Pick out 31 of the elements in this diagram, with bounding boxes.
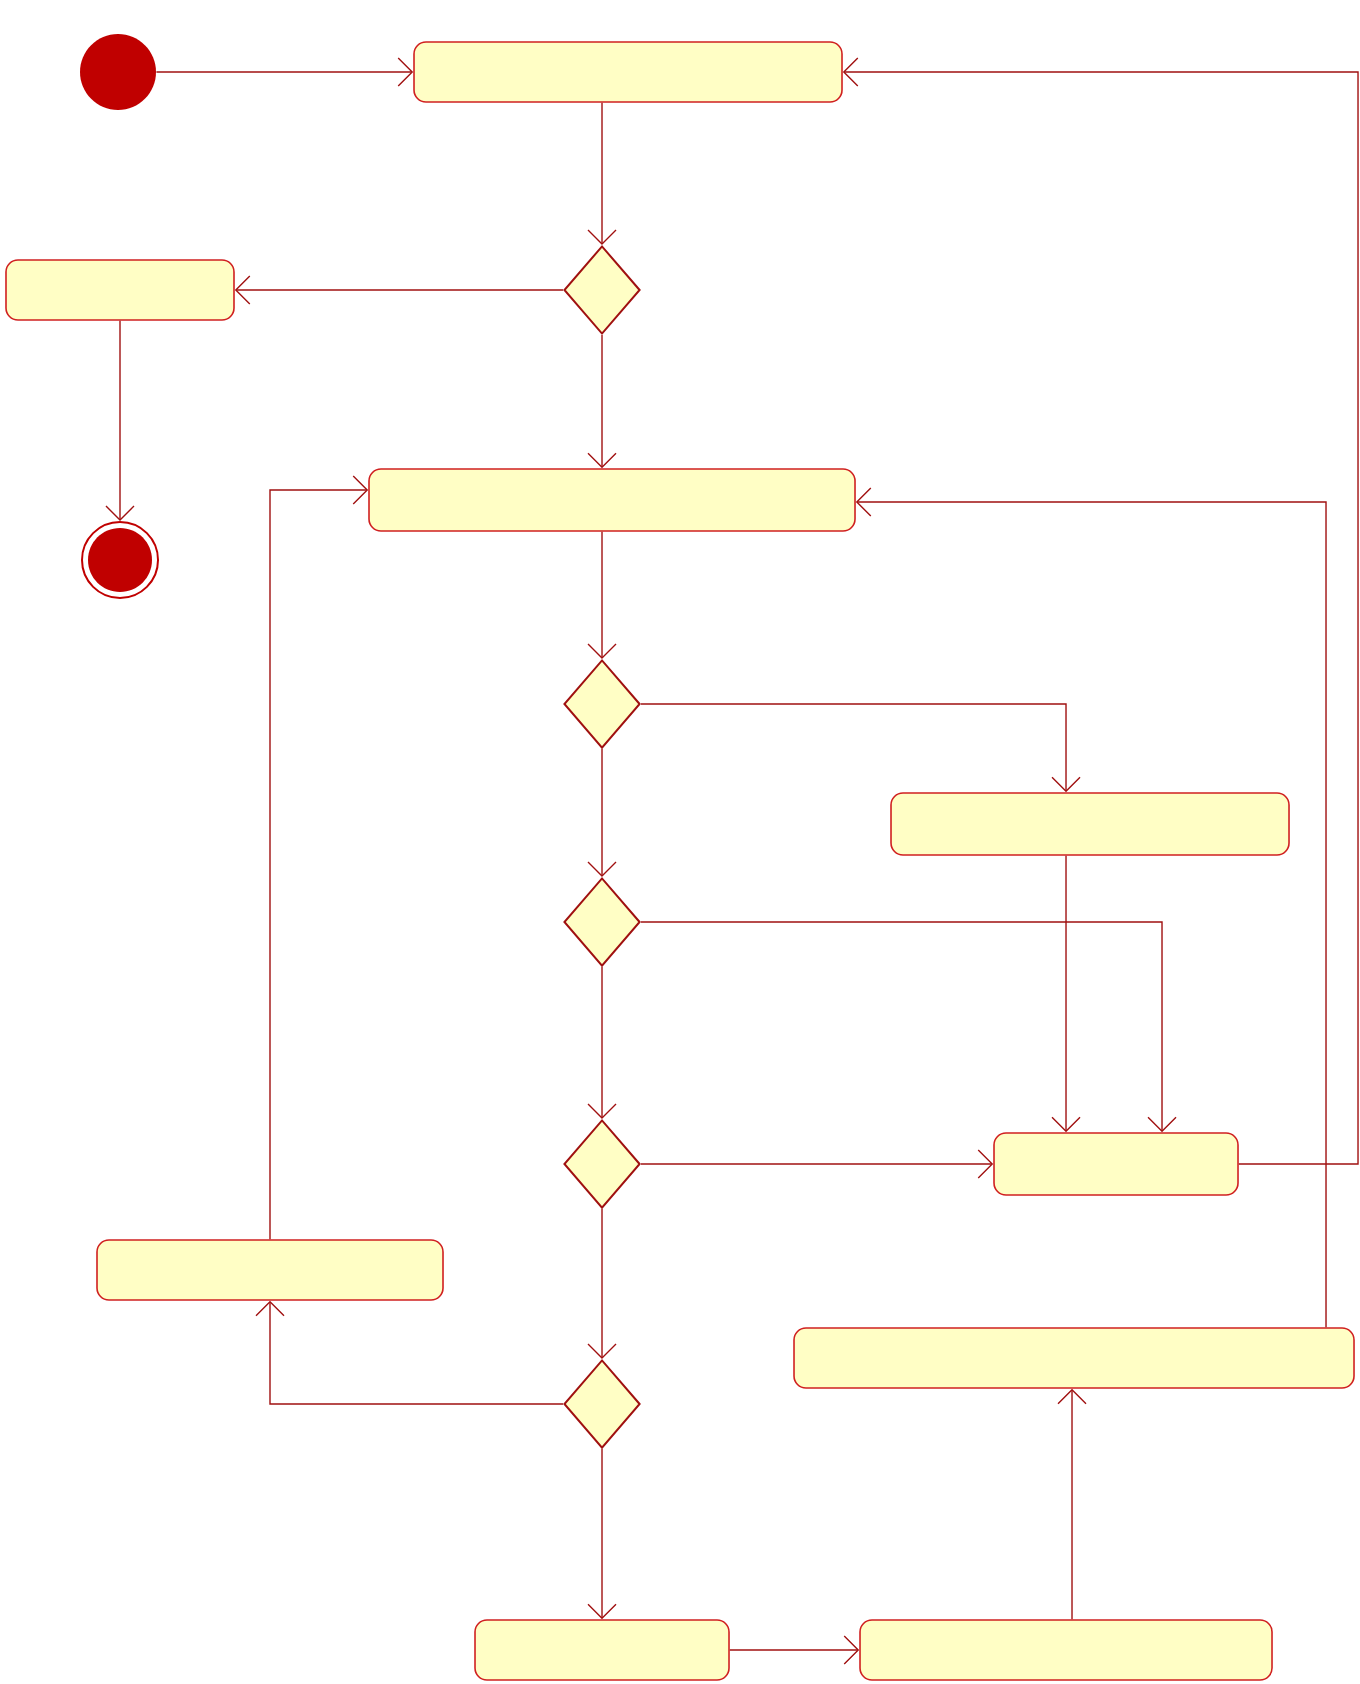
arrow (587, 1448, 617, 1620)
arrow (640, 703, 1081, 793)
activity-box (993, 1132, 1239, 1196)
arrow (269, 475, 369, 1240)
activity-box (793, 1327, 1355, 1389)
arrow (587, 102, 617, 245)
activity-box (5, 259, 235, 321)
arrow (587, 334, 617, 469)
activity-box (413, 41, 843, 103)
arrow (587, 748, 617, 877)
arrow (234, 275, 564, 305)
arrow (255, 1300, 564, 1405)
end-node (81, 521, 159, 599)
arrow (587, 966, 617, 1119)
arrow (729, 1635, 860, 1665)
arrow (842, 57, 1359, 1165)
activity-box (368, 468, 856, 532)
arrow (640, 921, 1177, 1133)
arrow (105, 320, 135, 521)
activity-box (859, 1619, 1273, 1681)
activity-box (890, 792, 1290, 856)
arrow (1051, 855, 1081, 1133)
activity-box (474, 1619, 730, 1681)
arrow (855, 487, 1327, 1328)
arrow (1057, 1388, 1087, 1620)
arrow (587, 531, 617, 659)
arrow (587, 1208, 617, 1359)
start-node (80, 34, 156, 110)
arrow (640, 1149, 994, 1179)
activity-box (96, 1239, 444, 1301)
arrow (155, 57, 414, 87)
